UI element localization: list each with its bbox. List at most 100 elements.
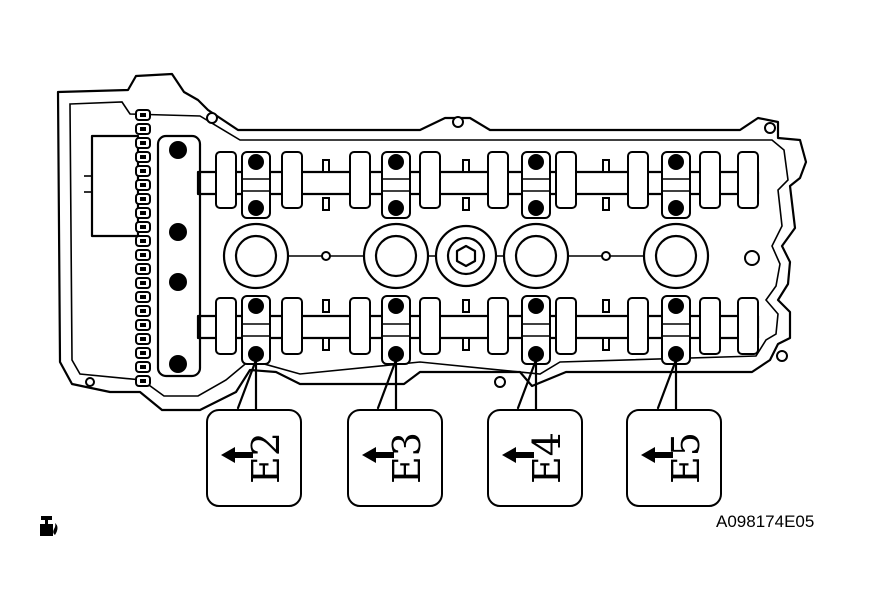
center-hex [455,244,477,268]
chain-link-pin [140,239,146,243]
bearing-cap-bolt [248,154,264,170]
timing-chain [135,109,151,387]
center-boss-inner [446,236,486,276]
callout-box [206,409,302,507]
exhaust-cam-lobe [555,297,577,355]
cam-lobes [215,151,759,355]
exhaust-cam-lobe [419,297,441,355]
cam-marker [602,197,610,211]
intake-cam-lobe [627,151,649,209]
arrow-left-icon [221,447,253,463]
chain-link-pin [140,225,146,229]
cam-marker [462,337,470,351]
callout-e3: E3 [347,352,443,507]
flange-hole [776,350,788,362]
bearing-cap-bolt [388,298,404,314]
flange-hole [452,116,464,128]
chain-link-pin [140,113,146,117]
callout-leader [236,358,258,410]
callout-e4: E4 [487,352,583,507]
chain-link-pin [140,337,146,341]
exhaust-cam-lobe [487,297,509,355]
callout-box [487,409,583,507]
spark-plug-bore [234,234,278,278]
exhaust-cam-lobe [215,297,237,355]
intake-cam-lobe [419,151,441,209]
callout-leader [656,358,678,410]
cam-marker [602,159,610,173]
cam-marker [602,337,610,351]
arrow-left-icon [502,447,534,463]
flange-hole [764,122,776,134]
bearing-cap-bolt [248,298,264,314]
cam-marker [322,197,330,211]
arrow-left-icon [641,447,673,463]
chain-link-pin [140,281,146,285]
spark-plug-bore [374,234,418,278]
chain-link-pin [140,183,146,187]
bearing-cap-bolt [528,154,544,170]
chain-tensioner-body [90,134,140,238]
spark-plug-boss [642,222,710,290]
figure-code: A098174E05 [716,512,814,531]
bearing-cap [661,151,691,219]
callout-leader [516,358,538,410]
bearing-caps [241,151,691,365]
sprocket-bolt [169,141,187,159]
intake-cam-lobe [349,151,371,209]
cylinder-head-inner-edge [69,101,789,397]
flange-hole [206,112,218,124]
callout-e2: E2 [206,352,302,507]
bearing-cap-bolt [528,200,544,216]
spark-plug-boss [222,222,290,290]
chain-link-pin [140,169,146,173]
sprocket-bolt [169,223,187,241]
intake-cam-lobe [281,151,303,209]
spark-plug-bore [654,234,698,278]
bearing-cap-bolt [668,154,684,170]
exhaust-cam-lobe [627,297,649,355]
exhaust-cam-lobe [349,297,371,355]
sprocket-bolt [169,355,187,373]
bearing-cap [241,151,271,219]
chain-link-pin [140,211,146,215]
intake-cam-lobe [487,151,509,209]
callout-box [626,409,722,507]
chain-link-pin [140,309,146,313]
cam-marker [602,299,610,313]
intake-cam-lobe [699,151,721,209]
callout-label: E5 [664,432,708,484]
intake-cam-lobe [555,151,577,209]
intake-cam-lobe [215,151,237,209]
bearing-cap-bolt [668,200,684,216]
sealant-icon [40,516,58,536]
callout-label: E4 [525,432,569,484]
chain-link-pin [140,127,146,131]
bearing-cap [381,151,411,219]
flange-hole [85,377,95,387]
spark-plug-boss [502,222,570,290]
cam-marker [462,299,470,313]
chain-link-pin [140,351,146,355]
chain-link-pin [140,365,146,369]
flange-hole [494,376,506,388]
center-boss [434,224,498,288]
exhaust-cam-lobe [737,297,759,355]
cam-marker [322,299,330,313]
callout-e5: E5 [626,352,722,507]
intake-cam-lobe [737,151,759,209]
chain-link-pin [140,253,146,257]
callout-label: E3 [385,432,429,484]
spark-plug-boss [362,222,430,290]
bearing-cap-bolt [528,298,544,314]
cam-marker [322,159,330,173]
oil-hole [321,251,331,261]
cylinder-head-outline [56,72,808,412]
bearing-cap-bolt [388,154,404,170]
cam-marker [322,337,330,351]
arrow-left-icon [362,447,394,463]
exhaust-cam-lobe [699,297,721,355]
spark-plug-bore [514,234,558,278]
